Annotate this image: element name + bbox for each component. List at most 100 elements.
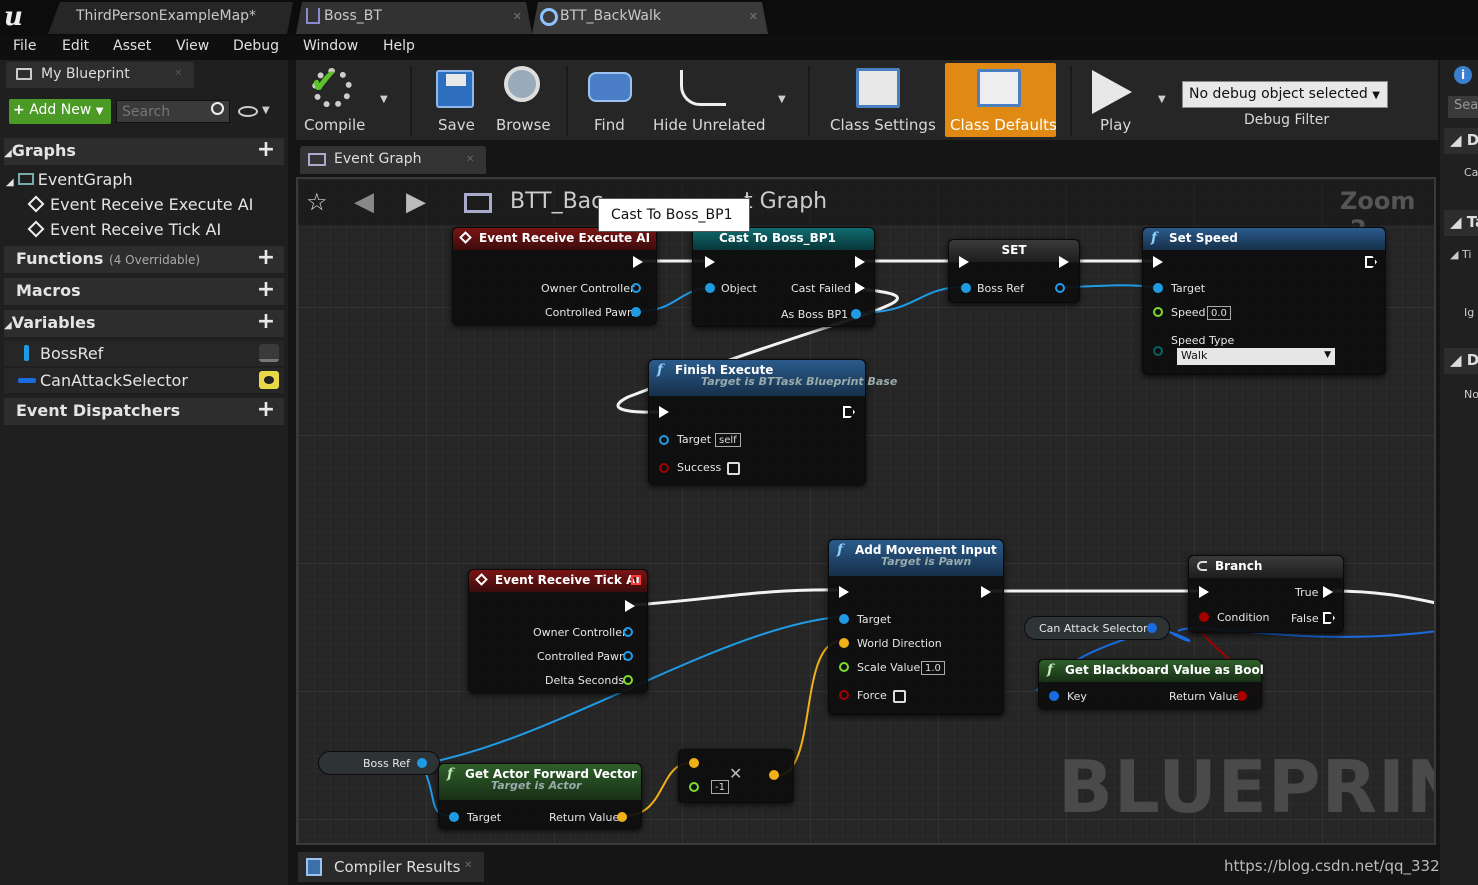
browse-button[interactable]: Browse bbox=[492, 62, 554, 138]
pin-controlled-pawn[interactable] bbox=[623, 651, 633, 661]
node-set-boss-ref[interactable]: SET Boss Ref bbox=[948, 239, 1080, 303]
event-graph-item[interactable]: ◢EventGraph bbox=[6, 170, 133, 189]
success-checkbox[interactable] bbox=[727, 462, 740, 475]
exec-in-pin[interactable] bbox=[959, 256, 969, 268]
back-arrow-icon[interactable]: ◀ bbox=[354, 187, 374, 217]
node-event-receive-tick-ai[interactable]: Event Receive Tick AI Owner Controller C… bbox=[468, 569, 648, 693]
unreal-logo[interactable]: u bbox=[4, 2, 23, 32]
exec-in-pin[interactable] bbox=[1153, 256, 1163, 268]
visibility-closed-eye-icon[interactable] bbox=[259, 344, 279, 362]
class-settings-button[interactable]: Class Settings bbox=[826, 62, 936, 138]
add-variable-button[interactable]: + bbox=[256, 309, 276, 334]
pin-result-out[interactable] bbox=[769, 770, 779, 780]
exec-out-pin[interactable] bbox=[843, 406, 855, 418]
save-button[interactable]: Save bbox=[430, 62, 482, 138]
pin-condition[interactable] bbox=[1199, 612, 1209, 622]
compiler-results-tab[interactable]: Compiler Results ✕ bbox=[298, 852, 484, 882]
event-dispatchers-section-header[interactable]: Event Dispatchers + bbox=[4, 398, 284, 425]
pin-world-direction[interactable] bbox=[839, 638, 849, 648]
pin-boss-ref-out[interactable] bbox=[417, 758, 427, 768]
exec-out-pin[interactable] bbox=[855, 256, 865, 268]
pin-key[interactable] bbox=[1049, 691, 1059, 701]
variables-section-header[interactable]: ◢Variables + bbox=[4, 310, 284, 337]
close-icon[interactable]: ✕ bbox=[748, 10, 758, 23]
add-new-button[interactable]: + Add New ▼ bbox=[9, 99, 111, 124]
scale-value-input[interactable]: 1.0 bbox=[921, 661, 945, 675]
force-checkbox[interactable] bbox=[893, 690, 906, 703]
pin-return-value[interactable] bbox=[617, 812, 627, 822]
event-item-execute-ai[interactable]: Event Receive Execute AI bbox=[27, 195, 253, 214]
add-graph-button[interactable]: + bbox=[256, 137, 276, 162]
node-boss-ref-getter[interactable]: Boss Ref bbox=[318, 751, 440, 775]
event-graph-tab[interactable]: Event Graph ✕ bbox=[300, 146, 486, 174]
menu-asset[interactable]: Asset bbox=[113, 38, 152, 54]
menu-window[interactable]: Window bbox=[303, 38, 359, 54]
pin-return-value[interactable] bbox=[1237, 691, 1247, 701]
exec-out-pin[interactable] bbox=[1365, 256, 1377, 268]
compile-button[interactable]: ✔ Compile bbox=[300, 62, 380, 138]
menu-debug[interactable]: Debug bbox=[233, 38, 280, 54]
macros-section-header[interactable]: Macros + bbox=[4, 278, 284, 305]
pin-speed[interactable] bbox=[1153, 307, 1163, 317]
node-can-attack-selector[interactable]: Can Attack Selector bbox=[1024, 616, 1170, 640]
hide-unrelated-chevron-icon[interactable]: ▼ bbox=[778, 94, 786, 105]
menu-view[interactable]: View bbox=[176, 38, 210, 54]
exec-in-pin[interactable] bbox=[659, 406, 669, 418]
menu-file[interactable]: File bbox=[13, 38, 37, 54]
compile-options-chevron-icon[interactable]: ▼ bbox=[380, 94, 388, 105]
add-dispatcher-button[interactable]: + bbox=[256, 397, 276, 422]
exec-in-pin[interactable] bbox=[705, 256, 715, 268]
node-cast-to-boss[interactable]: Cast To Boss_BP1 Object Cast Failed As B… bbox=[692, 227, 875, 327]
node-multiply-vector-float[interactable]: -1 ✕ bbox=[678, 749, 794, 803]
pin-can-attack-out[interactable] bbox=[1147, 623, 1157, 633]
pin-target[interactable] bbox=[659, 435, 669, 445]
pin-target[interactable] bbox=[449, 812, 459, 822]
node-event-receive-execute-ai[interactable]: Event Receive Execute AI Owner Controlle… bbox=[452, 227, 657, 325]
pin-controlled-pawn[interactable] bbox=[631, 307, 641, 317]
exec-out-pin[interactable] bbox=[625, 600, 635, 612]
exec-out-pin[interactable] bbox=[1059, 256, 1069, 268]
close-icon[interactable]: ✕ bbox=[464, 860, 473, 871]
exec-false-pin[interactable] bbox=[1323, 612, 1335, 624]
speed-type-select[interactable]: Walk ▼ bbox=[1177, 348, 1335, 365]
pin-object[interactable] bbox=[705, 283, 715, 293]
debug-object-select[interactable]: No debug object selected ▼ bbox=[1182, 81, 1388, 108]
chevron-down-icon[interactable]: ▼ bbox=[262, 105, 270, 116]
details-search-input[interactable]: Sea bbox=[1448, 96, 1478, 118]
pin-float-in[interactable] bbox=[689, 782, 699, 792]
pin-boss-ref-in[interactable] bbox=[961, 283, 971, 293]
graphs-section-header[interactable]: ◢Graphs + bbox=[4, 138, 284, 165]
search-input[interactable] bbox=[116, 100, 230, 123]
exec-in-pin[interactable] bbox=[839, 586, 849, 598]
star-icon[interactable]: ☆ bbox=[306, 188, 328, 216]
pin-success[interactable] bbox=[659, 463, 669, 473]
eye-icon[interactable] bbox=[238, 106, 258, 117]
breadcrumb-blueprint[interactable]: BTT_Bac bbox=[510, 189, 604, 214]
my-blueprint-tab[interactable]: My Blueprint ✕ bbox=[6, 62, 194, 88]
close-icon[interactable]: ✕ bbox=[174, 68, 183, 79]
exec-in-pin[interactable] bbox=[1199, 586, 1209, 598]
info-icon[interactable]: i bbox=[1454, 66, 1472, 84]
visibility-open-eye-icon[interactable] bbox=[259, 371, 279, 389]
exec-true-pin[interactable] bbox=[1323, 586, 1333, 598]
pin-force[interactable] bbox=[839, 690, 849, 700]
play-button[interactable]: Play bbox=[1086, 62, 1146, 138]
event-graph-canvas[interactable]: ☆ ◀ ▶ BTT_Bac t Graph Zoom -2 BLUEPRINT … bbox=[296, 177, 1436, 845]
add-function-button[interactable]: + bbox=[256, 245, 276, 270]
pin-vector-in[interactable] bbox=[689, 758, 699, 768]
event-item-tick-ai[interactable]: Event Receive Tick AI bbox=[27, 220, 221, 239]
forward-arrow-icon[interactable]: ▶ bbox=[406, 187, 426, 217]
close-icon[interactable]: ✕ bbox=[512, 10, 522, 23]
functions-section-header[interactable]: Functions (4 Overridable) + bbox=[4, 246, 284, 273]
pin-delta-seconds[interactable] bbox=[623, 675, 633, 685]
speed-input[interactable]: 0.0 bbox=[1207, 306, 1231, 320]
add-macro-button[interactable]: + bbox=[256, 277, 276, 302]
pin-owner-controller[interactable] bbox=[631, 283, 641, 293]
details-section-header[interactable]: ◢ De bbox=[1444, 128, 1478, 154]
exec-cast-failed-pin[interactable] bbox=[855, 282, 865, 294]
